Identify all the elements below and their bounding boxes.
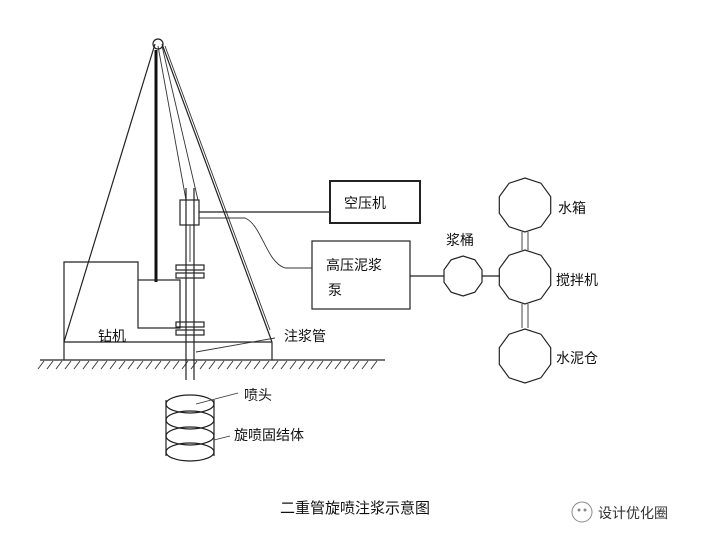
cement-silo-label: 水泥仓 bbox=[556, 351, 598, 367]
slurry-tank: 浆桶 bbox=[443, 233, 483, 297]
diagram-caption: 二重管旋喷注浆示意图 bbox=[280, 499, 430, 517]
cement-silo: 水泥仓 bbox=[498, 328, 598, 384]
grout-disc bbox=[165, 442, 215, 462]
grout-pipe-label: 注浆管 bbox=[284, 329, 326, 345]
air-compressor: 空压机 bbox=[329, 180, 421, 224]
jet-grout-column bbox=[165, 394, 215, 462]
crown-pulley bbox=[152, 38, 164, 50]
pump-label-line1: 高压泥浆 bbox=[326, 257, 382, 274]
jet-grout-body-label: 旋喷固结体 bbox=[234, 428, 304, 444]
drill-mast bbox=[63, 38, 273, 343]
mixer: 搅拌机 bbox=[498, 249, 598, 305]
pump-label-line2: 泵 bbox=[328, 283, 342, 299]
mixer-label: 搅拌机 bbox=[556, 273, 598, 289]
ground bbox=[37, 359, 385, 370]
swivel bbox=[179, 199, 200, 226]
drill-rod bbox=[175, 188, 205, 380]
slurry-tank-label: 浆桶 bbox=[446, 233, 474, 249]
grout-line bbox=[199, 217, 312, 269]
watermark: 设计优化圈 bbox=[571, 501, 668, 523]
grout-disc bbox=[165, 410, 215, 430]
nozzle-label: 喷头 bbox=[244, 388, 272, 404]
high-pressure-pump: 高压泥浆 泵 bbox=[311, 240, 411, 310]
drilling-rig-body bbox=[63, 261, 273, 360]
drilling-rig-label: 钻机 bbox=[98, 329, 126, 345]
air-compressor-label: 空压机 bbox=[344, 196, 386, 212]
watermark-text: 设计优化圈 bbox=[598, 506, 668, 522]
grout-disc bbox=[165, 394, 215, 414]
water-tank-label: 水箱 bbox=[558, 201, 586, 217]
grout-disc bbox=[165, 426, 215, 446]
water-tank: 水箱 bbox=[498, 177, 586, 233]
